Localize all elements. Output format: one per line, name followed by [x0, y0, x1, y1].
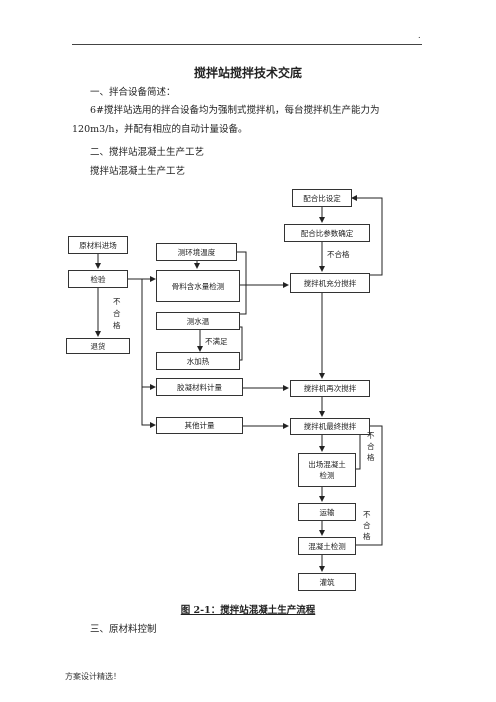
box-concrete-test: 混凝土检测: [298, 537, 356, 555]
label-fail-right-1: 不合格: [367, 431, 375, 462]
box-inspect: 检验: [68, 270, 128, 288]
box-mix-design: 配合比设定: [292, 189, 352, 207]
header-rule: [72, 44, 422, 45]
box-binder-meter: 胶凝材料计量: [156, 378, 243, 396]
label-fail-right-2: 不合格: [363, 510, 371, 541]
box-heat-water: 水加热: [156, 352, 240, 370]
section-1-heading: 一、拌合设备简述：: [90, 87, 176, 98]
box-mix-params: 配合比参数确定: [284, 224, 370, 242]
section-2-heading: 二、搅拌站混凝土生产工艺: [90, 147, 205, 158]
section-2-subheading: 搅拌站混凝土生产工艺: [90, 166, 186, 177]
header-mark: .: [418, 31, 421, 40]
section-3-heading: 三、原材料控制: [90, 624, 157, 635]
label-insufficient: 不满足: [205, 337, 228, 346]
box-aggregate-water: 骨料含水量检测: [156, 270, 240, 302]
document-title: 搅拌站搅拌技术交底: [193, 66, 302, 80]
box-pour: 灌筑: [298, 573, 356, 591]
box-final-mix: 搅拌机最终搅拌: [290, 418, 370, 435]
box-outbound-test: 出场混凝土检测: [298, 453, 356, 487]
section-1-line-1: 6#搅拌站选用的拌合设备均为强制式搅拌机，每台搅拌机生产能力为: [90, 105, 380, 116]
box-full-mixing: 搅拌机充分搅拌: [290, 273, 370, 293]
section-1-line-2: 120m3/h，并配有相应的自动计量设备。: [72, 124, 248, 135]
box-return-goods: 退货: [66, 338, 130, 354]
box-other-meter: 其他计量: [156, 417, 243, 434]
box-water-temp: 测水温: [156, 312, 240, 330]
box-remix: 搅拌机再次搅拌: [290, 380, 370, 397]
box-raw-entry: 原材料进场: [68, 236, 128, 254]
box-transport: 运输: [298, 503, 356, 521]
box-ambient-temp: 测环境温度: [156, 243, 237, 261]
label-fail-left: 不合格: [113, 297, 121, 330]
figure-caption: 图 2-1：搅拌站混凝土生产流程: [180, 605, 316, 616]
label-fail-top: 不合格: [327, 250, 350, 259]
page-footer: 方案设计精选！: [65, 672, 121, 681]
